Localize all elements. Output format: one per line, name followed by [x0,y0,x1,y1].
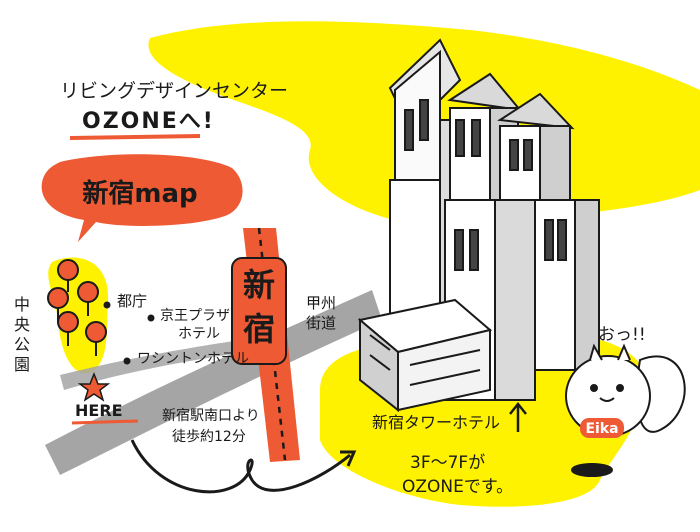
map-title-bubble: 新宿map [41,154,243,242]
bubble-label: 新宿map [82,178,197,209]
route-line-1: 新宿駅南口より [162,407,260,424]
shinjuku-tower-buildings [357,38,600,413]
park-char-1: 中 [14,295,30,314]
floors-line-1: 3F〜7Fが [410,453,485,473]
station-char-1: 新 [243,266,275,304]
station-char-2: 宿 [243,310,275,348]
keio-label-1: 京王プラザ [160,308,230,324]
header-line-1: リビングデザインセンター [60,80,288,102]
road-label-1: 甲州 [306,294,336,312]
tocho-label: 都庁 [117,292,147,310]
washington-dot [123,357,131,365]
floors-line-2: OZONEです。 [402,477,513,497]
keio-label-2: ホテル [178,326,220,342]
here-underline [71,419,139,425]
washington-label: ワシントンホテル [137,351,249,367]
koshu-kaido-road [45,290,382,475]
tocho-dot [103,301,111,309]
park-label: 中 央 公 園 [14,295,30,374]
park-char-2: 央 [14,315,30,334]
side-road [60,340,245,390]
mascot-speech: おっ!! [598,325,646,345]
route-line-2: 徒歩約12分 [172,429,246,445]
header-underline [69,134,201,140]
hotel-label: 新宿タワーホテル [372,413,500,432]
shinjuku-station: 新 宿 [231,257,287,365]
route-arrow [130,439,357,494]
star-icon [77,371,111,402]
here-label: HERE [75,401,123,420]
park-char-3: 公 [14,335,30,354]
road-label-2: 街道 [306,314,336,332]
park-char-4: 園 [14,355,30,374]
header-line-2: OZONEへ! [82,109,215,134]
mascot-name-tag [580,418,624,438]
tree-icon [47,259,107,356]
keio-dot [147,314,155,322]
mascot-name: Eika [585,421,618,437]
arrow-up-icon [509,401,527,432]
